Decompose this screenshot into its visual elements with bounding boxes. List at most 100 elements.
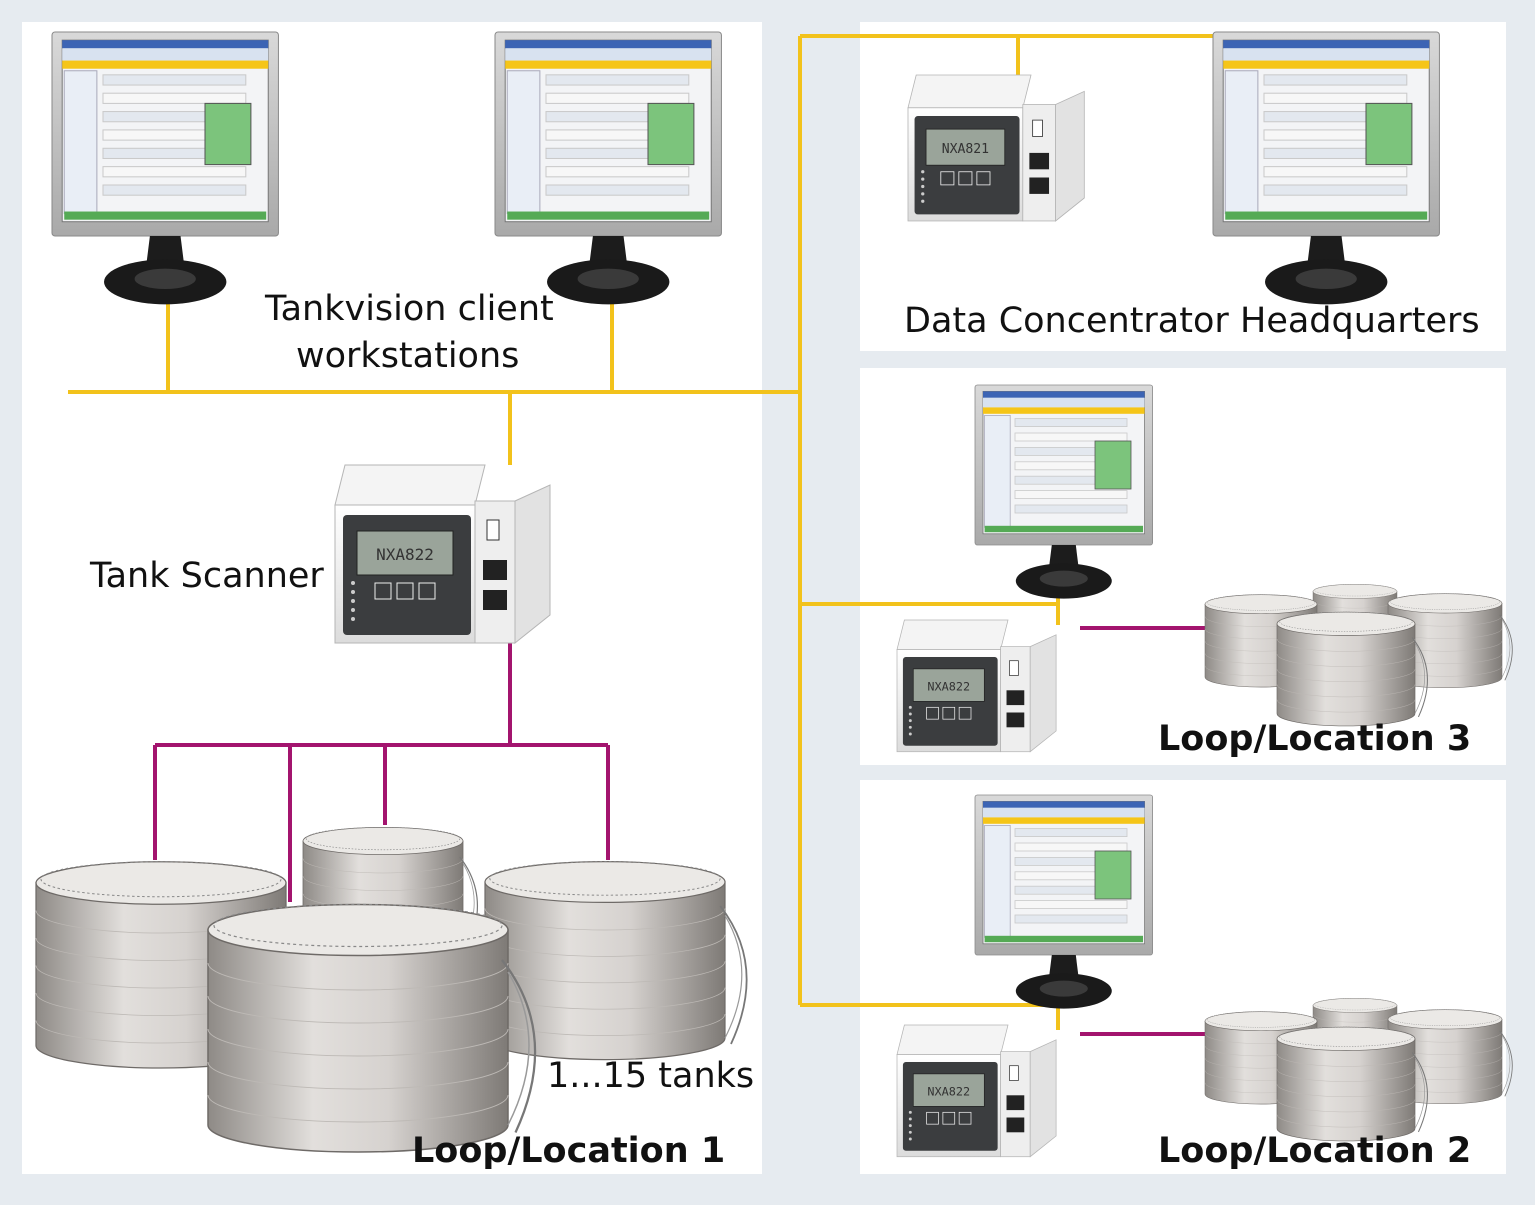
tank-seam [1276, 1099, 1416, 1113]
screen-sidebar [984, 415, 1011, 528]
loop2-scanner-device: NXA822 [896, 1024, 1057, 1158]
loop3-scanner-device: NXA822 [896, 619, 1057, 753]
screen-banner [1223, 60, 1430, 69]
tank-stairs [1411, 1052, 1428, 1133]
tankvision-label-line1: Tankvision client [264, 289, 554, 329]
screen-menubar [983, 807, 1145, 818]
tank-seam [207, 1028, 509, 1057]
screen-tank-graphic [1094, 440, 1132, 490]
screen-sidebar [984, 825, 1011, 938]
screen-row [1014, 900, 1128, 910]
tank-roof [302, 827, 464, 856]
device-lcd [356, 530, 454, 576]
ethernet-port [1006, 690, 1025, 706]
device-side [1029, 1039, 1057, 1158]
screen-titlebar [62, 40, 269, 49]
tank-scanner-device: NXA822 [334, 464, 551, 645]
screen-banner [62, 60, 269, 69]
device-led [921, 184, 925, 189]
screen-row [1014, 842, 1128, 852]
loop3-monitor [974, 384, 1154, 599]
device-top [896, 1024, 1009, 1055]
tank-railing [1314, 584, 1396, 597]
tank-seam [1276, 684, 1416, 698]
tank-railing [1390, 593, 1500, 610]
tank-seam [207, 995, 509, 1024]
device-key [958, 706, 972, 720]
device-led [351, 581, 355, 585]
screen-sidebar [506, 70, 541, 215]
device-key [926, 1111, 939, 1125]
screen-sidebar [1224, 70, 1259, 215]
screen-titlebar [1223, 40, 1430, 49]
tank-stairs [719, 905, 748, 1045]
screen-statusbar [1225, 211, 1428, 220]
usb-port [1032, 119, 1043, 137]
tank-seam [1276, 1114, 1416, 1128]
screen-row [1014, 914, 1128, 924]
screen-row [545, 184, 690, 196]
device-key [396, 582, 414, 600]
device-side [1029, 634, 1057, 753]
device-led [921, 199, 925, 203]
tank-seam [1276, 1084, 1416, 1097]
storage-tank [484, 861, 748, 1061]
screen-menubar [505, 48, 712, 61]
screen-statusbar [984, 525, 1143, 533]
tank-seam [1276, 699, 1416, 713]
device-led [908, 1137, 912, 1141]
device-key [926, 706, 939, 720]
device-led [921, 177, 925, 181]
device-led [908, 705, 912, 709]
device-key [958, 1111, 972, 1125]
workstation-monitor [494, 31, 722, 305]
tank-stairs-rail [1501, 1035, 1511, 1094]
ethernet-port [483, 590, 507, 610]
screen-menubar [983, 397, 1145, 408]
tanks-count-label: 1...15 tanks [547, 1056, 754, 1096]
ethernet-network [68, 34, 1332, 1030]
screen-row [102, 184, 247, 196]
ethernet-port [1029, 177, 1050, 194]
tank-shell [484, 881, 726, 1061]
fieldbus-network [153, 626, 1210, 1036]
device-lcd [912, 1073, 985, 1107]
tank-group-location-2 [1204, 998, 1513, 1142]
device-key [418, 582, 436, 600]
tank-group-location-1 [35, 827, 748, 1153]
loop2-label: Loop/Location 2 [1158, 1131, 1471, 1171]
tank-seam [1276, 669, 1416, 682]
headquarters-label: Headquarters [1240, 301, 1480, 341]
tank-scanner-label: Tank Scanner [89, 556, 324, 596]
tank-seam [1276, 638, 1416, 652]
device-lcd-text: NXA822 [927, 1084, 970, 1098]
screen-row [1263, 74, 1408, 86]
ethernet-port [483, 560, 507, 580]
tank-seam [1276, 1069, 1416, 1082]
screen-tank-graphic [647, 102, 695, 166]
device-led [351, 617, 355, 621]
usb-port [1009, 660, 1019, 676]
tank-roof [1204, 594, 1318, 615]
screen-row [1263, 92, 1408, 104]
device-led [351, 599, 355, 603]
screen-titlebar [505, 40, 712, 49]
screen-row [545, 166, 690, 178]
tank-stairs [1499, 1030, 1513, 1097]
screen-titlebar [983, 391, 1145, 398]
screen-banner [983, 407, 1145, 414]
tank-roof [484, 861, 726, 904]
tank-seam [207, 1094, 509, 1123]
screen-row [1263, 184, 1408, 196]
device-top [896, 619, 1009, 650]
loop1-label: Loop/Location 1 [412, 1131, 725, 1171]
loop3-label: Loop/Location 3 [1158, 719, 1471, 759]
usb-port [486, 519, 500, 541]
tank-stairs-rail [1501, 619, 1511, 678]
tank-roof [207, 903, 509, 957]
storage-tank [207, 903, 537, 1153]
storage-tank [1387, 593, 1513, 689]
device-led [921, 170, 925, 174]
